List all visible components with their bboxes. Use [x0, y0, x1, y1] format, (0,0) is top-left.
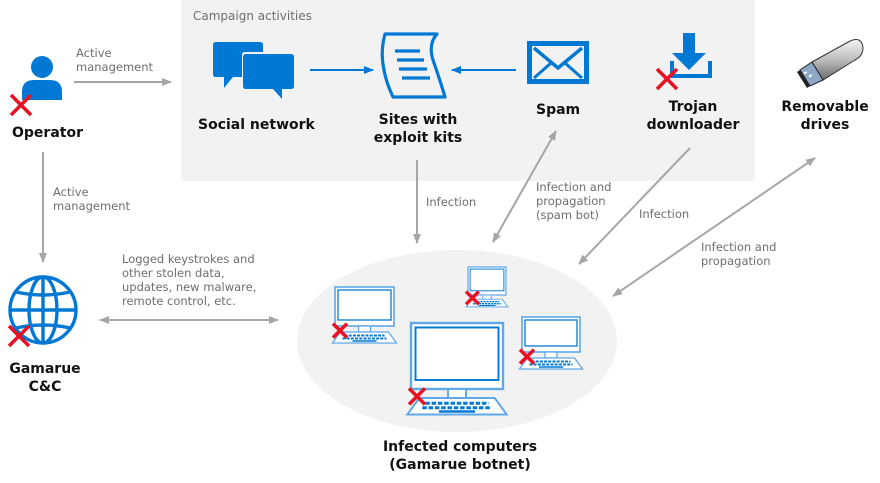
removable-label-line1: Removable: [781, 99, 869, 115]
social-network-label: Social network: [198, 117, 315, 133]
botnet-label: Infected computers (Gamarue botnet): [370, 438, 550, 474]
compromised-x-icon: [407, 387, 427, 406]
globe-icon: [8, 275, 78, 345]
compromised-x-icon: [331, 322, 349, 339]
cnc-label-line2: C&C: [28, 379, 62, 395]
trojan-label-line1: Trojan: [668, 99, 718, 115]
computer-icon: [405, 321, 509, 416]
edge-spam-botnet: [492, 130, 557, 243]
trojan-label: Trojan downloader: [643, 98, 743, 134]
compromised-x-icon: [9, 93, 33, 117]
edge-label-cnc-botnet: Logged keystrokes and other stolen data,…: [122, 252, 257, 308]
compromised-x-icon: [464, 290, 481, 306]
cnc-label-line1: Gamarue: [9, 361, 81, 377]
edge-label-operator-cnc: Active management: [53, 185, 131, 213]
edge-label-operator-campaign: Active management: [76, 46, 154, 74]
edge-label-removable-botnet: Infection and propagation: [701, 240, 777, 268]
group-title: Campaign activities: [193, 9, 312, 23]
chat-bubbles-icon: [213, 42, 294, 99]
botnet-label-line1: Infected computers: [382, 439, 538, 455]
removable-label-line2: drives: [800, 117, 850, 133]
edge-label-sites-botnet: Infection: [426, 195, 477, 209]
compromised-x-icon: [655, 67, 679, 91]
download-icon: [670, 33, 712, 78]
compromised-x-icon: [7, 324, 31, 348]
exploit-sites-label-line2: exploit kits: [373, 130, 463, 146]
person-icon: [22, 56, 62, 100]
exploit-sites-label: Sites with exploit kits: [363, 111, 473, 147]
trojan-label-line2: downloader: [646, 117, 740, 133]
computer-icon: [465, 266, 509, 308]
usb-drive-icon: [797, 39, 864, 88]
removable-label: Removable drives: [780, 98, 870, 134]
cnc-label: Gamarue C&C: [5, 360, 85, 396]
computer-icon: [331, 286, 398, 344]
exploit-sites-label-line1: Sites with: [378, 112, 458, 128]
edge-label-spam-botnet: Infection and propagation (spam bot): [536, 180, 612, 222]
campaign-activities-panel: [181, 0, 755, 181]
operator-label: Operator: [12, 125, 83, 141]
compromised-x-icon: [518, 348, 536, 365]
infected-computers-group: [331, 266, 584, 416]
spam-label: Spam: [536, 102, 581, 118]
edge-label-trojan-botnet: Infection: [639, 207, 690, 221]
envelope-icon: [527, 41, 589, 84]
edge-removable-botnet: [612, 157, 816, 297]
botnet-label-line2: (Gamarue botnet): [389, 457, 531, 473]
computer-icon: [518, 316, 584, 370]
scroll-document-icon: [380, 32, 447, 99]
